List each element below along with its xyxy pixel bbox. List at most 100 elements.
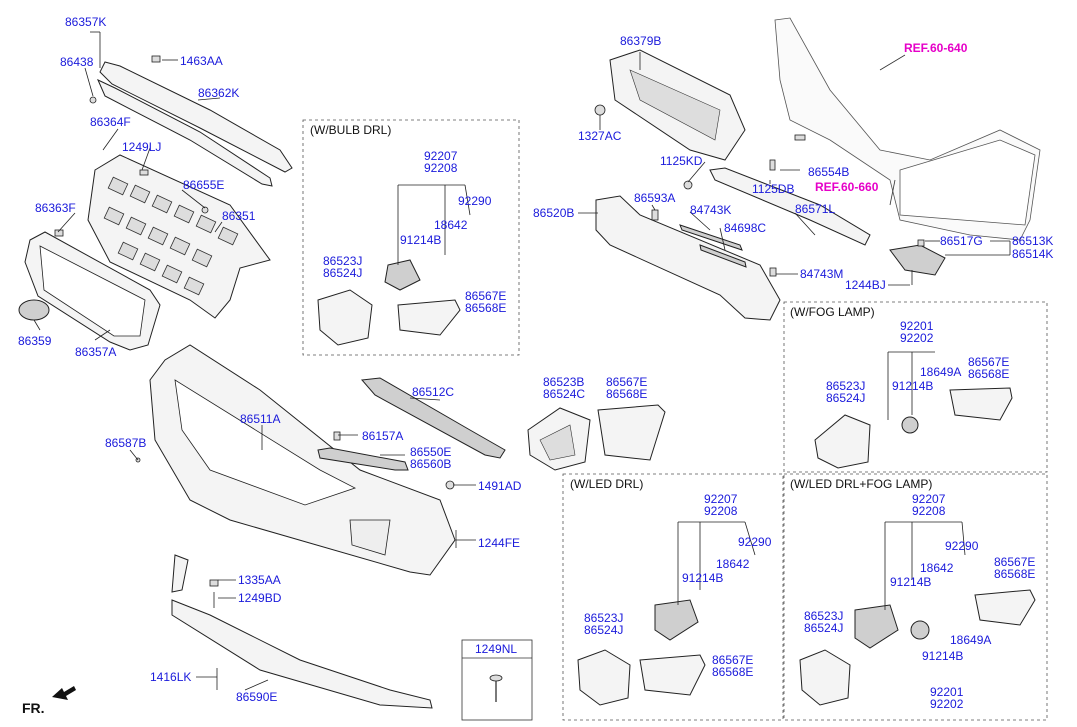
box-bulb-drl (302, 119, 520, 356)
box-bulb-18642: 18642 (434, 218, 468, 232)
label-1249BD: 1249BD (238, 591, 282, 605)
box-led-86524J: 86524J (584, 623, 623, 637)
box-led-drl-fog (783, 473, 1048, 721)
label-1125DB: 1125DB (752, 182, 794, 196)
box-1249nl (461, 639, 533, 721)
box-ledfog-92207: 92207 (912, 492, 946, 506)
box-ledfog-86568E: 86568E (994, 567, 1035, 581)
box-fog-92202: 92202 (900, 331, 934, 345)
label-86560B: 86560B (410, 457, 451, 471)
front-bumper-cover (149, 344, 456, 576)
front-direction-arrow (52, 686, 76, 700)
box-led-92290: 92290 (738, 535, 772, 549)
box-bulb-86568E: 86568E (465, 301, 506, 315)
box-ledfog-91214B-2: 91214B (922, 649, 963, 663)
label-86379B: 86379B (620, 34, 661, 48)
bumper-energy-absorber (595, 195, 781, 321)
box-bulb-86524J: 86524J (323, 266, 362, 280)
label-84743K: 84743K (690, 203, 731, 217)
box-led-86523J: 86523J (584, 611, 623, 625)
box-fog-92201: 92201 (900, 319, 934, 333)
bumper-rail-strip (709, 167, 871, 246)
label-1335AA: 1335AA (238, 573, 281, 587)
label-86568E-mid: 86568E (606, 387, 647, 401)
box-led-86567E: 86567E (712, 653, 753, 667)
label-86590E: 86590E (236, 690, 277, 704)
label-84743M: 84743M (800, 267, 843, 281)
grille-upper-moulding (97, 61, 293, 187)
label-1244BJ: 1244BJ (845, 278, 886, 292)
box-led-91214B: 91214B (682, 571, 723, 585)
box-ledfog-18642: 18642 (920, 561, 954, 575)
box-led-18642: 18642 (716, 557, 750, 571)
box-fog-title: (W/FOG LAMP) (790, 305, 875, 319)
label-86520B: 86520B (533, 206, 574, 220)
label-86363F: 86363F (35, 201, 76, 215)
label-1249LJ: 1249LJ (122, 140, 161, 154)
body-front-panel (774, 17, 1041, 241)
box-bulb-title: (W/BULB DRL) (310, 123, 391, 137)
label-86351: 86351 (222, 209, 256, 223)
bumper-upper-grille-strip (360, 377, 506, 459)
bumper-trim-strip (317, 447, 409, 471)
ref-60-640: REF.60-640 (904, 41, 968, 55)
label-86517G: 86517G (940, 234, 983, 248)
box-ledfog-92202: 92202 (930, 697, 964, 711)
box-ledfog-92290: 92290 (945, 539, 979, 553)
box-led-title: (W/LED DRL) (570, 477, 643, 491)
box-fog-86567E: 86567E (968, 355, 1009, 369)
label-86157A: 86157A (362, 429, 403, 443)
box-bulb-86567E: 86567E (465, 289, 506, 303)
box-fog-86568E: 86568E (968, 367, 1009, 381)
label-86571L: 86571L (795, 202, 835, 216)
box-led-labels: (W/LED DRL) 92207 92208 92290 18642 9121… (570, 477, 772, 679)
lower-side-moulding (171, 554, 189, 593)
label-86567E-mid: 86567E (606, 375, 647, 389)
box-fog-labels: (W/FOG LAMP) 92201 92202 86567E 86568E 1… (790, 305, 1009, 405)
box-ledfog-86524J: 86524J (804, 621, 843, 635)
box-ledfog-92208: 92208 (912, 504, 946, 518)
box-bulb-86523J: 86523J (323, 254, 362, 268)
label-86357A: 86357A (75, 345, 116, 359)
box-ledfog-title: (W/LED DRL+FOG LAMP) (790, 477, 932, 491)
box-bulb-labels: (W/BULB DRL) 92207 92208 92290 18642 912… (310, 123, 506, 315)
label-86554B: 86554B (808, 165, 849, 179)
box-ledfog-labels: (W/LED DRL+FOG LAMP) 92207 92208 92290 1… (790, 477, 1035, 711)
leader-lines (33, 31, 1011, 691)
label-86512C: 86512C (412, 385, 454, 399)
box-1249nl-title: 1249NL (475, 642, 517, 656)
box-bulb-92207: 92207 (424, 149, 458, 163)
label-86524C: 86524C (543, 387, 585, 401)
label-86593A: 86593A (634, 191, 675, 205)
label-1125KD: 1125KD (660, 154, 703, 168)
label-1327AC: 1327AC (578, 129, 622, 143)
box-fog-18649A: 18649A (920, 365, 961, 379)
lower-lip-spoiler (171, 599, 433, 709)
box-led-drl (562, 473, 784, 721)
box-fog-86524J: 86524J (826, 391, 865, 405)
fog-lamp-bracket-mid (597, 404, 666, 461)
label-86357K: 86357K (65, 15, 106, 29)
box-fog-91214B: 91214B (892, 379, 933, 393)
label-1491AD: 1491AD (478, 479, 522, 493)
fog-lamp-cover-mid (527, 407, 591, 471)
box-ledfog-86523J: 86523J (804, 609, 843, 623)
box-led-92208: 92208 (704, 504, 738, 518)
label-1244FE: 1244FE (478, 536, 520, 550)
box-ledfog-92201: 92201 (930, 685, 964, 699)
label-86438: 86438 (60, 55, 94, 69)
box-fog-lamp (783, 301, 1048, 473)
box-bulb-92208: 92208 (424, 161, 458, 175)
box-fog-86523J: 86523J (826, 379, 865, 393)
label-86655E: 86655E (183, 178, 224, 192)
ref-60-660: REF.60-660 (815, 180, 879, 194)
label-86550E: 86550E (410, 445, 451, 459)
box-ledfog-86567E: 86567E (994, 555, 1035, 569)
part-labels: 86357K 86438 1463AA 86362K 86364F 1249LJ… (18, 15, 1053, 716)
label-86364F: 86364F (90, 115, 131, 129)
radiator-support-upper (609, 49, 746, 161)
label-1463AA: 1463AA (180, 54, 223, 68)
label-86587B: 86587B (105, 436, 146, 450)
grille-body (87, 154, 271, 319)
